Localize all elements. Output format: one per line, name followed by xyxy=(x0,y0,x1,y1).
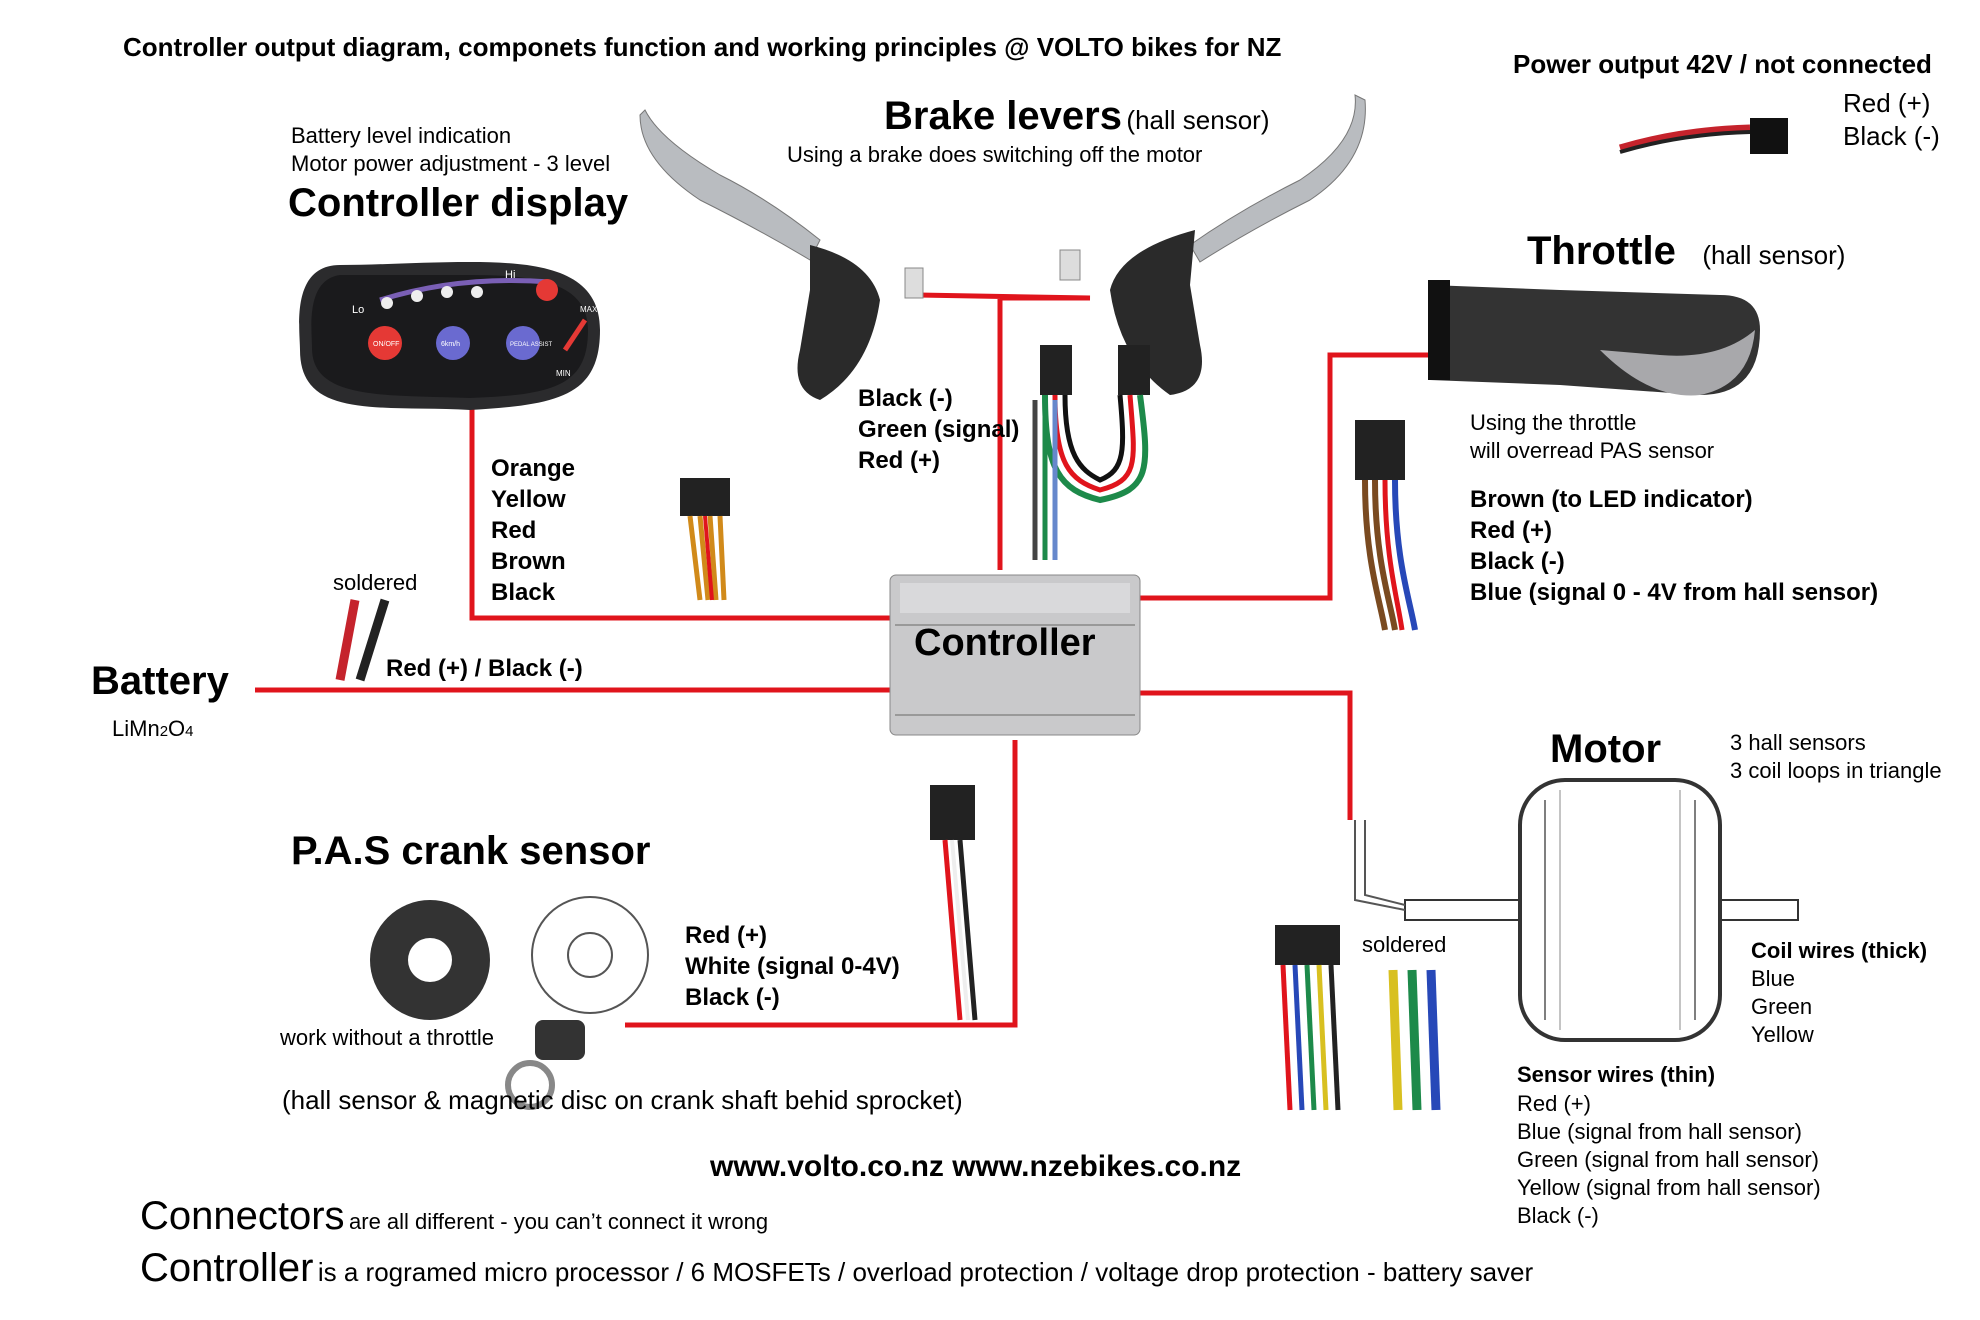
wire-pas xyxy=(625,740,1018,1028)
controller-label: Controller xyxy=(914,622,1096,664)
power-output-title: Power output 42V / not connected xyxy=(1513,49,1932,79)
throttle-connector-graphic xyxy=(1355,420,1418,631)
battery-soldered-wires-graphic xyxy=(335,598,390,682)
brake-note: Using a brake does switching off the mot… xyxy=(787,142,1203,167)
display-note-power: Motor power adjustment - 3 level xyxy=(291,151,611,176)
pas-wire-red: Red (+) xyxy=(685,922,768,949)
wire-display-controller xyxy=(469,400,890,621)
motor-note-1: 3 hall sensors xyxy=(1730,730,1866,755)
brake-heading: Brake levers (hall sensor) xyxy=(884,93,1269,139)
throttle-note-2: will overread PAS sensor xyxy=(1470,438,1715,463)
footer-connectors-small: are all different - you can’t connect it… xyxy=(349,1209,769,1234)
pas-connector-graphic xyxy=(930,785,978,1021)
brake-lever-left-graphic xyxy=(639,109,924,400)
motor-graphic xyxy=(1354,778,1799,1042)
motor-coil-blue: Blue xyxy=(1751,966,1796,991)
display-title: Controller display xyxy=(288,181,629,225)
motor-sensor-black: Black (-) xyxy=(1517,1203,1599,1228)
motor-title: Motor xyxy=(1550,727,1662,771)
controller-display-graphic: Lo Hi MAX MIN ON/OFF 6km/h PEDAL ASSIST xyxy=(299,262,600,410)
motor-coil-list: Blue Green Yellow xyxy=(1751,965,1814,1049)
throttle-wire-list: Brown (to LED indicator) Red (+) Black (… xyxy=(1470,484,1878,608)
power-output-black-label: Black (-) xyxy=(1843,121,1940,151)
display-max-label: MAX xyxy=(580,305,598,314)
footer-controller-line: Controller is a rogramed micro processor… xyxy=(140,1245,1533,1291)
motor-sensor-title: Sensor wires (thin) xyxy=(1517,1062,1716,1087)
display-hi-label: Hi xyxy=(505,269,515,281)
red-wires xyxy=(255,292,1430,1028)
footer-connectors-line: Connectors are all different - you can’t… xyxy=(140,1193,768,1239)
brake-wire-red: Red (+) xyxy=(858,447,941,474)
battery-chem-sub2: 4 xyxy=(185,723,194,740)
brake-title: Brake levers xyxy=(884,94,1122,138)
footer-controller-small: is a rogramed micro processor / 6 MOSFET… xyxy=(317,1257,1534,1287)
throttle-wire-red: Red (+) xyxy=(1470,517,1553,544)
power-output-plug-graphic xyxy=(1618,118,1788,154)
motor-sensor-red: Red (+) xyxy=(1517,1091,1591,1116)
motor-coil-green: Green xyxy=(1751,994,1813,1019)
wire-motor xyxy=(1140,690,1353,820)
footer-connectors-big: Connectors xyxy=(140,1194,345,1238)
display-connector-graphic xyxy=(680,478,730,601)
wire-throttle xyxy=(1140,352,1430,601)
controller-box-graphic xyxy=(889,574,1141,736)
throttle-note-1: Using the throttle xyxy=(1470,410,1637,435)
display-wire-yellow: Yellow xyxy=(491,486,566,513)
pas-wire-black: Black (-) xyxy=(685,984,780,1011)
power-output-red-label: Red (+) xyxy=(1843,88,1931,118)
motor-sensor-green: Green (signal from hall sensor) xyxy=(1517,1147,1820,1172)
display-wire-list: Orange Yellow Red Brown Black xyxy=(491,453,575,608)
motor-coil-yellow: Yellow xyxy=(1751,1022,1814,1047)
display-wire-black: Black xyxy=(491,579,556,606)
display-note-battery: Battery level indication xyxy=(291,123,512,148)
throttle-heading: Throttle (hall sensor) xyxy=(1527,228,1845,274)
motor-sensor-yellow: Yellow (signal from hall sensor) xyxy=(1517,1175,1821,1200)
throttle-title: Throttle xyxy=(1527,229,1676,273)
pas-sensor-graphic xyxy=(370,896,649,1110)
battery-soldered-label: soldered xyxy=(333,570,418,595)
throttle-wire-blue: Blue (signal 0 - 4V from hall sensor) xyxy=(1470,579,1879,606)
brake-lever-right-graphic xyxy=(1059,94,1366,395)
motor-connector-graphic xyxy=(1275,925,1441,1111)
display-wire-red: Red xyxy=(491,517,537,544)
pas-wire-list: Red (+) White (signal 0-4V) Black (-) xyxy=(685,920,900,1013)
pas-caption: (hall sensor & magnetic disc on crank sh… xyxy=(282,1085,963,1115)
throttle-graphic xyxy=(1428,280,1760,396)
battery-title: Battery xyxy=(91,659,229,703)
brake-subtitle: (hall sensor) xyxy=(1126,105,1270,135)
motor-note-2: 3 coil loops in triangle xyxy=(1730,758,1942,783)
brake-wire-green: Green (signal) xyxy=(858,416,1020,443)
brake-wire-list: Black (-) Green (signal) Red (+) xyxy=(858,383,1019,476)
footer-urls[interactable]: www.volto.co.nz www.nzebikes.co.nz xyxy=(710,1150,1242,1183)
display-onoff-button: ON/OFF xyxy=(373,341,399,348)
battery-chem-sub1: 2 xyxy=(159,723,169,740)
pas-note: work without a throttle xyxy=(280,1025,494,1050)
page-title: Controller output diagram, componets fun… xyxy=(123,32,1282,62)
throttle-subtitle: (hall sensor) xyxy=(1702,240,1846,270)
throttle-wire-black: Black (-) xyxy=(1470,548,1565,575)
battery-wire-label: Red (+) / Black (-) xyxy=(386,655,583,682)
battery-chemistry: LiMn2O4 xyxy=(112,716,194,741)
footer-controller-big: Controller xyxy=(140,1246,314,1290)
motor-sensor-list: Red (+) Blue (signal from hall sensor) G… xyxy=(1517,1090,1821,1230)
display-pedal-button: PEDAL ASSIST xyxy=(510,342,552,348)
pas-wire-white: White (signal 0-4V) xyxy=(685,953,900,980)
display-min-label: MIN xyxy=(556,369,571,378)
throttle-wire-brown: Brown (to LED indicator) xyxy=(1470,486,1753,513)
pas-title: P.A.S crank sensor xyxy=(291,829,651,873)
motor-sensor-blue: Blue (signal from hall sensor) xyxy=(1517,1119,1802,1144)
motor-soldered-label: soldered xyxy=(1362,932,1447,957)
display-wire-orange: Orange xyxy=(491,455,576,482)
motor-coil-title: Coil wires (thick) xyxy=(1751,938,1928,963)
display-wire-brown: Brown xyxy=(491,548,566,575)
display-lo-label: Lo xyxy=(352,304,364,316)
brake-wire-black: Black (-) xyxy=(858,385,953,412)
battery-chem-o: O xyxy=(168,716,186,741)
brake-connectors-graphic xyxy=(1032,345,1150,560)
display-6kmh-button: 6km/h xyxy=(441,341,460,348)
battery-chem-main: LiMn xyxy=(112,716,160,741)
